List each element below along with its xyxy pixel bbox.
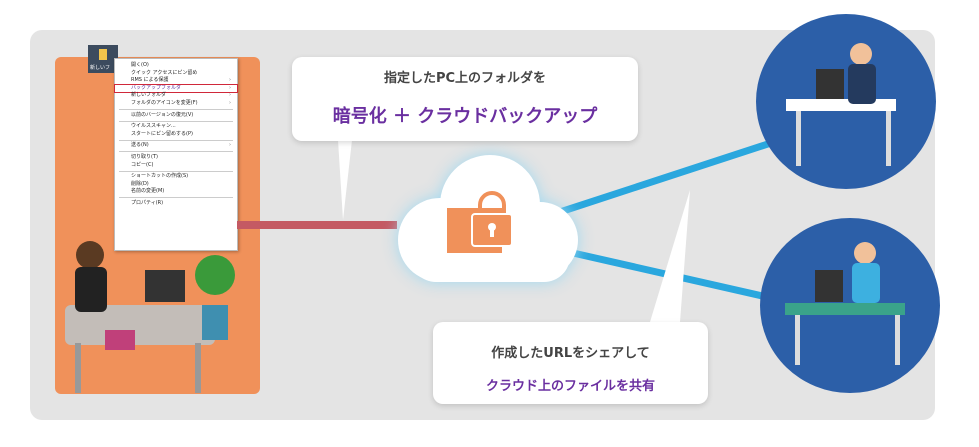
- chevron-right-icon: ›: [229, 84, 231, 91]
- pc-to-cloud-connector: [237, 221, 397, 229]
- menu-item-label: 切り取り(T): [131, 153, 158, 160]
- chevron-right-icon: ›: [229, 92, 231, 99]
- callout-top-line2: 暗号化 ＋ クラウドバックアップ: [332, 106, 598, 127]
- lock-folder-icon: [447, 191, 513, 253]
- menu-separator: [119, 109, 233, 111]
- office-worker-illustration: [65, 241, 215, 393]
- context-menu-item[interactable]: 以前のバージョンの復元(V): [115, 112, 237, 120]
- menu-separator: [119, 170, 233, 172]
- menu-item-label: ウイルススキャン...: [131, 123, 176, 130]
- menu-item-label: ショートカットの作成(S): [131, 173, 189, 180]
- menu-item-label: バックアップフォルダ: [131, 84, 182, 91]
- menu-item-label: クイック アクセスにピン留め: [131, 69, 198, 76]
- menu-separator: [119, 139, 233, 141]
- menu-separator: [119, 151, 233, 153]
- context-menu-item[interactable]: RMS による保護 ›: [115, 77, 237, 85]
- callout-bottom-line2: クラウド上のファイルを共有: [485, 379, 655, 394]
- callout-top-line1: 指定したPC上のフォルダを: [383, 71, 547, 86]
- menu-item-label: フォルダのアイコンを変更(F): [131, 99, 198, 106]
- context-menu-item[interactable]: 送る(N) ›: [115, 142, 237, 150]
- callout-bottom-line1: 作成したURLをシェアして: [491, 346, 650, 361]
- context-menu-item[interactable]: 開く(O): [115, 62, 237, 70]
- context-menu-item[interactable]: フォルダのアイコンを変更(F) ›: [115, 100, 237, 108]
- context-menu-item[interactable]: ウイルススキャン...: [115, 123, 237, 131]
- folder-icon[interactable]: 新しいフ: [88, 45, 118, 73]
- menu-separator: [119, 197, 233, 199]
- chevron-right-icon: ›: [229, 99, 231, 106]
- businessman-illustration: [786, 43, 896, 166]
- menu-item-label: 新しいフォルダ: [131, 92, 167, 99]
- chevron-right-icon: ›: [229, 77, 231, 84]
- context-menu-item[interactable]: 削除(D): [115, 181, 237, 189]
- menu-item-label: 送る(N): [131, 142, 149, 149]
- callout-share-url: 作成したURLをシェアして クラウド上のファイルを共有: [433, 322, 708, 404]
- remote-user-1: [756, 14, 936, 189]
- menu-item-label: スタートにピン留めする(P): [131, 130, 193, 137]
- context-menu-item[interactable]: スタートにピン留めする(P): [115, 131, 237, 139]
- context-menu-item[interactable]: 名前の変更(M): [115, 188, 237, 196]
- context-menu-item[interactable]: 切り取り(T): [115, 154, 237, 162]
- menu-separator: [119, 120, 233, 122]
- menu-item-label: 削除(D): [131, 180, 149, 187]
- menu-item-label: 以前のバージョンの復元(V): [131, 111, 194, 118]
- chevron-right-icon: ›: [229, 142, 231, 149]
- context-menu-item[interactable]: コピー(C): [115, 162, 237, 170]
- remote-user-2: [760, 218, 940, 393]
- callout-encrypt-backup: 指定したPC上のフォルダを 暗号化 ＋ クラウドバックアップ: [292, 57, 638, 141]
- menu-item-label: プロパティ(R): [131, 199, 164, 206]
- context-menu-item[interactable]: ショートカットの作成(S): [115, 173, 237, 181]
- context-menu-item[interactable]: バックアップフォルダ ›: [114, 83, 238, 94]
- menu-item-label: コピー(C): [131, 161, 154, 168]
- menu-item-label: 開く(O): [131, 62, 149, 68]
- casual-worker-illustration: [785, 242, 905, 365]
- context-menu-item[interactable]: 新しいフォルダ ›: [115, 92, 237, 100]
- plant-icon: [195, 255, 235, 340]
- folder-label: 新しいフ: [90, 65, 111, 71]
- menu-item-label: RMS による保護: [131, 77, 169, 84]
- menu-item-label: 名前の変更(M): [131, 188, 165, 195]
- cloud-to-user1-line: [558, 136, 782, 216]
- context-menu-item[interactable]: プロパティ(R): [115, 200, 237, 208]
- context-menu-item[interactable]: クイック アクセスにピン留め: [115, 70, 237, 78]
